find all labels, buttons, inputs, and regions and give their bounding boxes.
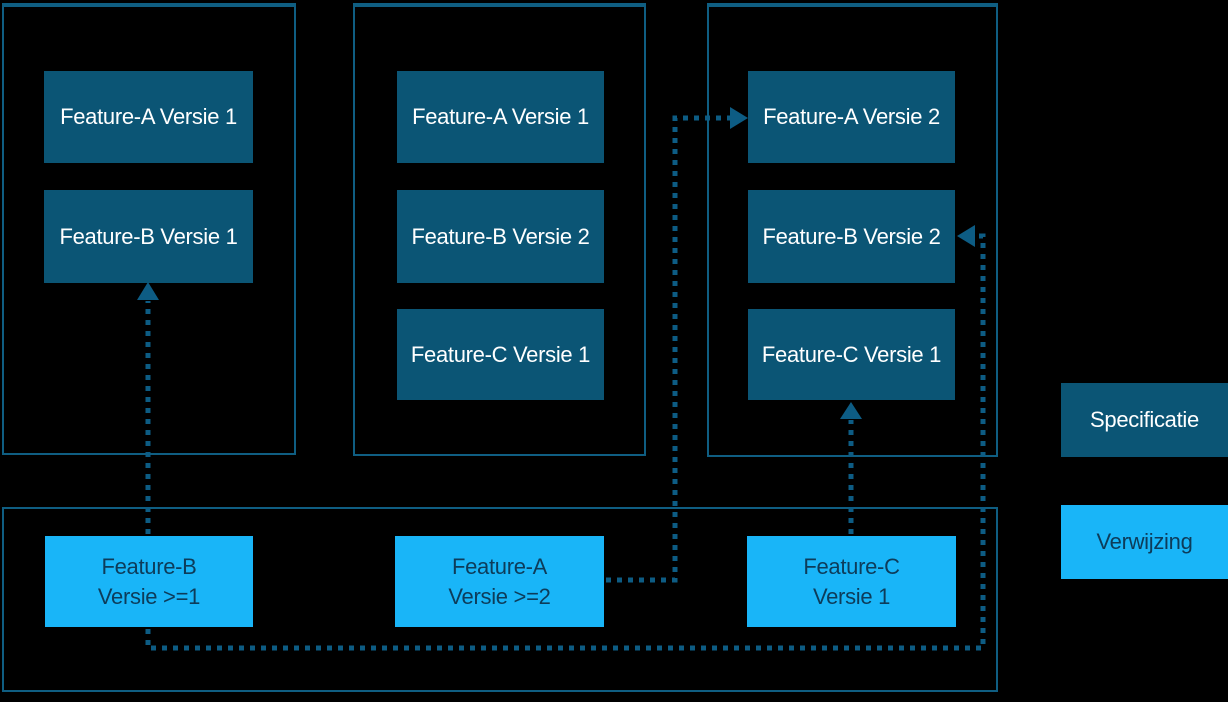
- spec-box-feature-b-v2-middle: Feature-B Versie 2: [397, 190, 604, 283]
- ref-box-feature-b: Feature-B Versie >=1: [45, 536, 253, 627]
- ref-box-feature-c-line1: Feature-C: [803, 553, 900, 579]
- ref-box-feature-a: Feature-A Versie >=2: [395, 536, 604, 627]
- ref-box-feature-a-line2: Versie >=2: [448, 583, 551, 609]
- spec-box-feature-c-v1-right: Feature-C Versie 1: [748, 309, 955, 400]
- legend-reference: Verwijzing: [1061, 505, 1228, 579]
- ref-box-feature-b-line1: Feature-B: [101, 553, 197, 579]
- spec-box-feature-c-v1-middle: Feature-C Versie 1: [397, 309, 604, 400]
- ref-box-feature-a-line1: Feature-A: [451, 553, 548, 579]
- ref-box-feature-b-line2: Versie >=1: [97, 583, 201, 609]
- legend-specification: Specificatie: [1061, 383, 1228, 457]
- spec-box-feature-a-v1-left: Feature-A Versie 1: [44, 71, 253, 163]
- spec-box-feature-a-v2-right: Feature-A Versie 2: [748, 71, 955, 163]
- spec-box-feature-b-v2-right: Feature-B Versie 2: [748, 190, 955, 283]
- spec-box-feature-a-v1-middle: Feature-A Versie 1: [397, 71, 604, 163]
- spec-box-feature-b-v1-left: Feature-B Versie 1: [44, 190, 253, 283]
- ref-box-feature-c: Feature-C Versie 1: [747, 536, 956, 627]
- ref-box-feature-c-line2: Versie 1: [812, 583, 891, 609]
